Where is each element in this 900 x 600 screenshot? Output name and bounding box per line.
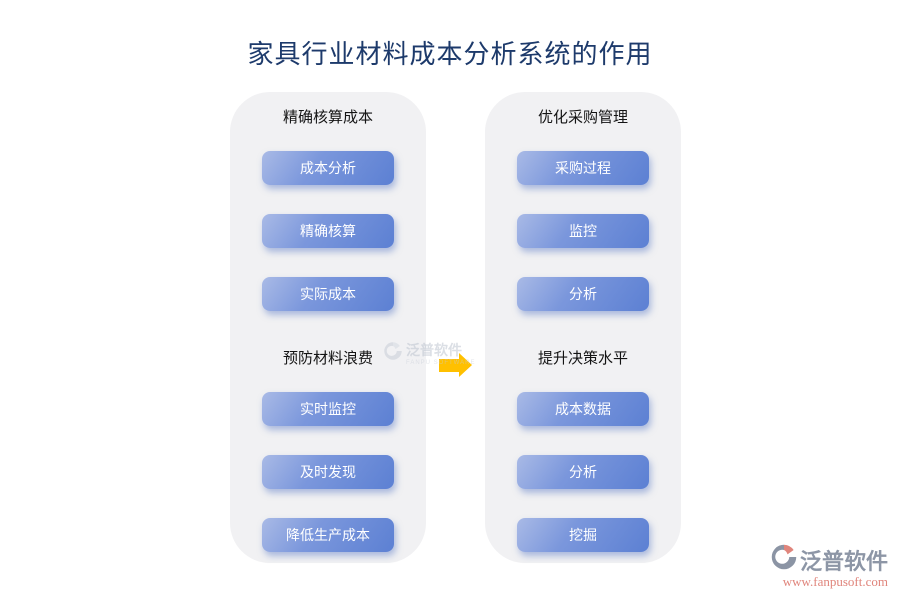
timely-discovery-node: 及时发现 — [262, 455, 394, 489]
panel-accurate-costing-and-waste: 精确核算成本 成本分析 精确核算 实际成本 预防材料浪费 实时监控 及时发现 降… — [230, 92, 426, 563]
brand-url-link[interactable]: www.fanpusoft.com — [782, 574, 888, 589]
section-improve-decision-making: 提升决策水平 成本数据 分析 挖掘 — [517, 349, 649, 552]
actual-cost-node: 实际成本 — [262, 277, 394, 311]
precise-accounting-node: 精确核算 — [262, 214, 394, 248]
fanpu-logo: 泛普软件 www.fanpusoft.com — [770, 543, 888, 590]
realtime-monitoring-node: 实时监控 — [262, 392, 394, 426]
panel-procurement-and-decision: 优化采购管理 采购过程 监控 分析 提升决策水平 成本数据 分析 挖掘 — [485, 92, 681, 563]
section-prevent-material-waste: 预防材料浪费 实时监控 及时发现 降低生产成本 — [262, 349, 394, 552]
section-title-optimize-procurement: 优化采购管理 — [537, 109, 628, 126]
section-accurate-costing: 精确核算成本 成本分析 精确核算 实际成本 — [262, 108, 394, 311]
brand-name: 泛普软件 — [799, 548, 888, 574]
section-title-improve-decision-making: 提升决策水平 — [537, 350, 628, 367]
cost-data-node: 成本数据 — [517, 392, 649, 426]
section-title-accurate-costing: 精确核算成本 — [282, 109, 373, 126]
procurement-process-node: 采购过程 — [517, 151, 649, 185]
analysis-node: 分析 — [517, 277, 649, 311]
arrow-right-icon — [439, 353, 472, 378]
fanpu-logo-icon — [770, 543, 798, 576]
section-title-prevent-material-waste: 预防材料浪费 — [282, 350, 373, 367]
monitoring-node: 监控 — [517, 214, 649, 248]
analysis-node-2: 分析 — [517, 455, 649, 489]
cost-analysis-node: 成本分析 — [262, 151, 394, 185]
mining-node: 挖掘 — [517, 518, 649, 552]
page-title: 家具行业材料成本分析系统的作用 — [247, 40, 653, 69]
reduce-production-cost-node: 降低生产成本 — [262, 518, 394, 552]
section-optimize-procurement: 优化采购管理 采购过程 监控 分析 — [517, 108, 649, 311]
